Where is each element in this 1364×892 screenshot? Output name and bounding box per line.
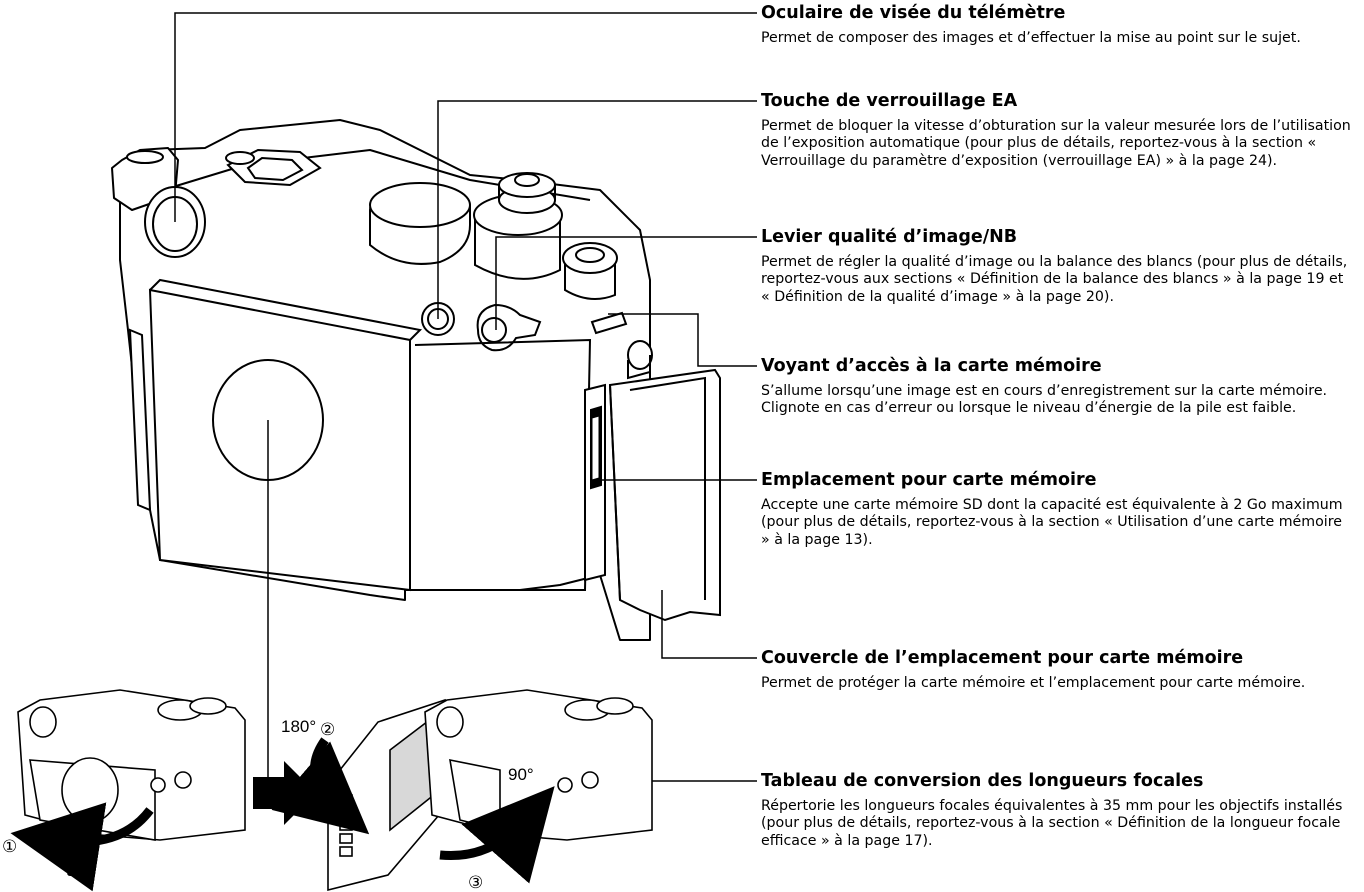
callout-desc: Permet de protéger la carte mémoire et l… [761,675,1306,691]
callout-title: Oculaire de visée du télémètre [761,3,1066,23]
step3-number: ③ [468,873,483,892]
callout-quality-lever: Levier qualité d’image/NB Permet de régl… [761,227,1351,306]
callout-desc: Permet de composer des images et d’effec… [761,30,1301,46]
step2-angle: 180° [281,717,316,736]
leader-quality [495,236,757,330]
callout-title: Tableau de conversion des longueurs foca… [761,771,1204,791]
step2-number: ② [320,720,335,739]
memory-card-slot [584,383,606,582]
callout-access-lamp: Voyant d’accès à la carte mémoire S’allu… [761,356,1351,418]
callout-title: Levier qualité d’image/NB [761,227,1018,247]
strap-lug [627,340,653,380]
callout-ae-lock: Touche de verrouillage EA Permet de bloq… [761,91,1351,170]
hot-shoe [225,148,322,187]
callout-desc: Permet de bloquer la vitesse d’obturatio… [761,118,1351,169]
step1-arrow [10,802,154,892]
callout-card-cover: Couvercle de l’emplacement pour carte mé… [761,648,1351,692]
callout-desc: Répertorie les longueurs focales équival… [761,798,1343,849]
callout-title: Emplacement pour carte mémoire [761,470,1097,490]
callout-title: Touche de verrouillage EA [761,91,1018,111]
viewfinder-eyepiece [144,186,206,258]
callout-card-slot: Emplacement pour carte mémoire Accepte u… [761,470,1351,549]
sequence-arrow [253,761,316,825]
quality-lever [476,303,542,352]
step1-camera [17,689,246,841]
step2-arrow [271,737,370,835]
callout-title: Couvercle de l’emplacement pour carte mé… [761,648,1244,668]
leader-access-lamp [608,313,757,367]
memory-card-cover [608,368,721,622]
leader-eyepiece [174,12,757,222]
step3-angle: 90° [508,765,534,784]
step3-arrow [439,786,555,884]
step3-camera [424,689,653,841]
leader-lines [174,12,757,782]
access-lamp [590,311,628,335]
callout-focal-table: Tableau de conversion des longueurs foca… [761,771,1351,850]
callout-title: Voyant d’accès à la carte mémoire [761,356,1102,376]
step1-angle: 90° [66,861,92,880]
step1-number: ① [2,837,17,856]
callout-desc: Permet de régler la qualité d’image ou l… [761,254,1348,305]
callout-eyepiece: Oculaire de visée du télémètre Permet de… [761,3,1351,47]
leader-cover [661,590,757,659]
callout-desc: Accepte une carte mémoire SD dont la cap… [761,497,1343,548]
callout-desc: S’allume lorsqu’une image est en cours d… [761,383,1328,417]
leader-ae-lock [437,100,757,319]
